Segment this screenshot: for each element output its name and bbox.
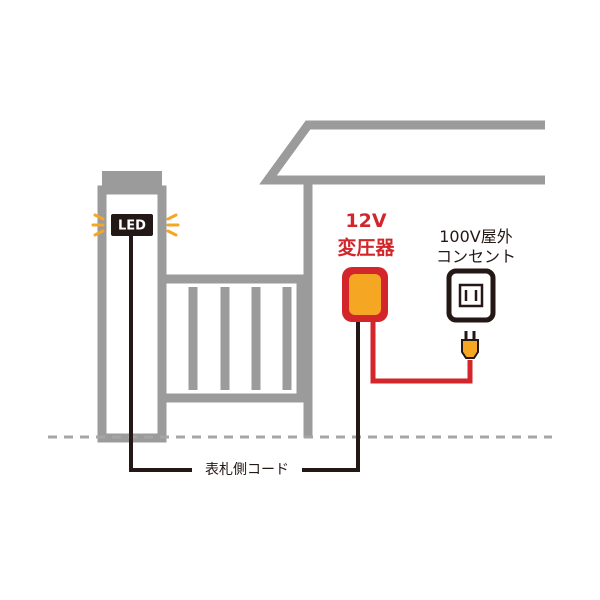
outlet-icon [446,268,496,323]
fence [160,274,306,403]
plug-icon [461,331,479,359]
transformer-label-name: 変圧器 [337,236,395,259]
transformer-label-voltage: 12V [345,210,386,232]
outlet-label-name: コンセント [436,247,516,266]
house-roof-outline [259,120,545,185]
led-badge [111,214,153,236]
cord-label: 表札側コード [205,462,289,478]
led-glow-icon [91,213,180,237]
post-cap [102,171,162,190]
outlet-socket [458,283,484,308]
led-label: LED [118,219,146,234]
power-cord [370,322,473,384]
fence-outline [160,274,306,403]
outlet-label-voltage: 100V屋外 [439,227,513,246]
house [259,120,545,438]
transformer-face [349,274,381,315]
transformer-icon [342,267,388,322]
cord-label-bg [192,456,302,480]
